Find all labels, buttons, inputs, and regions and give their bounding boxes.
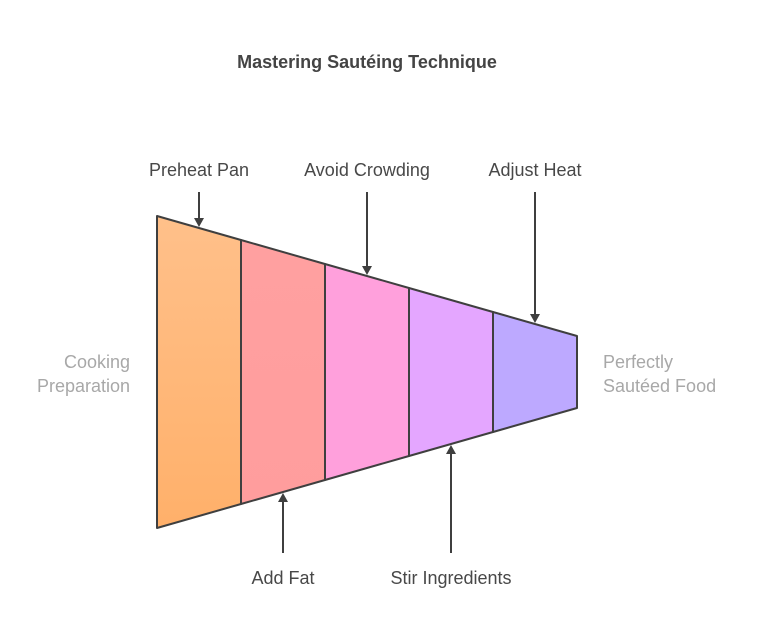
funnel-segment-avoid-crowding [324,263,410,481]
funnel-segments [156,215,578,529]
funnel-segment-add-fat [240,239,326,505]
input-label-line-1: Cooking [64,352,130,372]
stage-arrows [194,192,540,553]
arrow-head-stir-ingredients [446,445,456,454]
output-label-line-1: Perfectly [603,352,673,372]
funnel-segment-stir-ingredients [408,287,494,457]
arrow-head-avoid-crowding [362,266,372,275]
stage-label-preheat-pan: Preheat Pan [149,160,249,180]
stage-label-add-fat: Add Fat [251,568,314,588]
output-label-line-2: Sautéed Food [603,376,716,396]
input-label-line-2: Preparation [37,376,130,396]
arrow-head-preheat-pan [194,218,204,227]
arrow-head-add-fat [278,493,288,502]
arrow-head-adjust-heat [530,314,540,323]
stage-label-stir-ingredients: Stir Ingredients [390,568,511,588]
funnel-segment-adjust-heat [492,311,578,433]
diagram-title: Mastering Sautéing Technique [237,52,497,72]
stage-label-avoid-crowding: Avoid Crowding [304,160,430,180]
stage-label-adjust-heat: Adjust Heat [488,160,581,180]
funnel-segment-preheat-pan [156,215,242,529]
